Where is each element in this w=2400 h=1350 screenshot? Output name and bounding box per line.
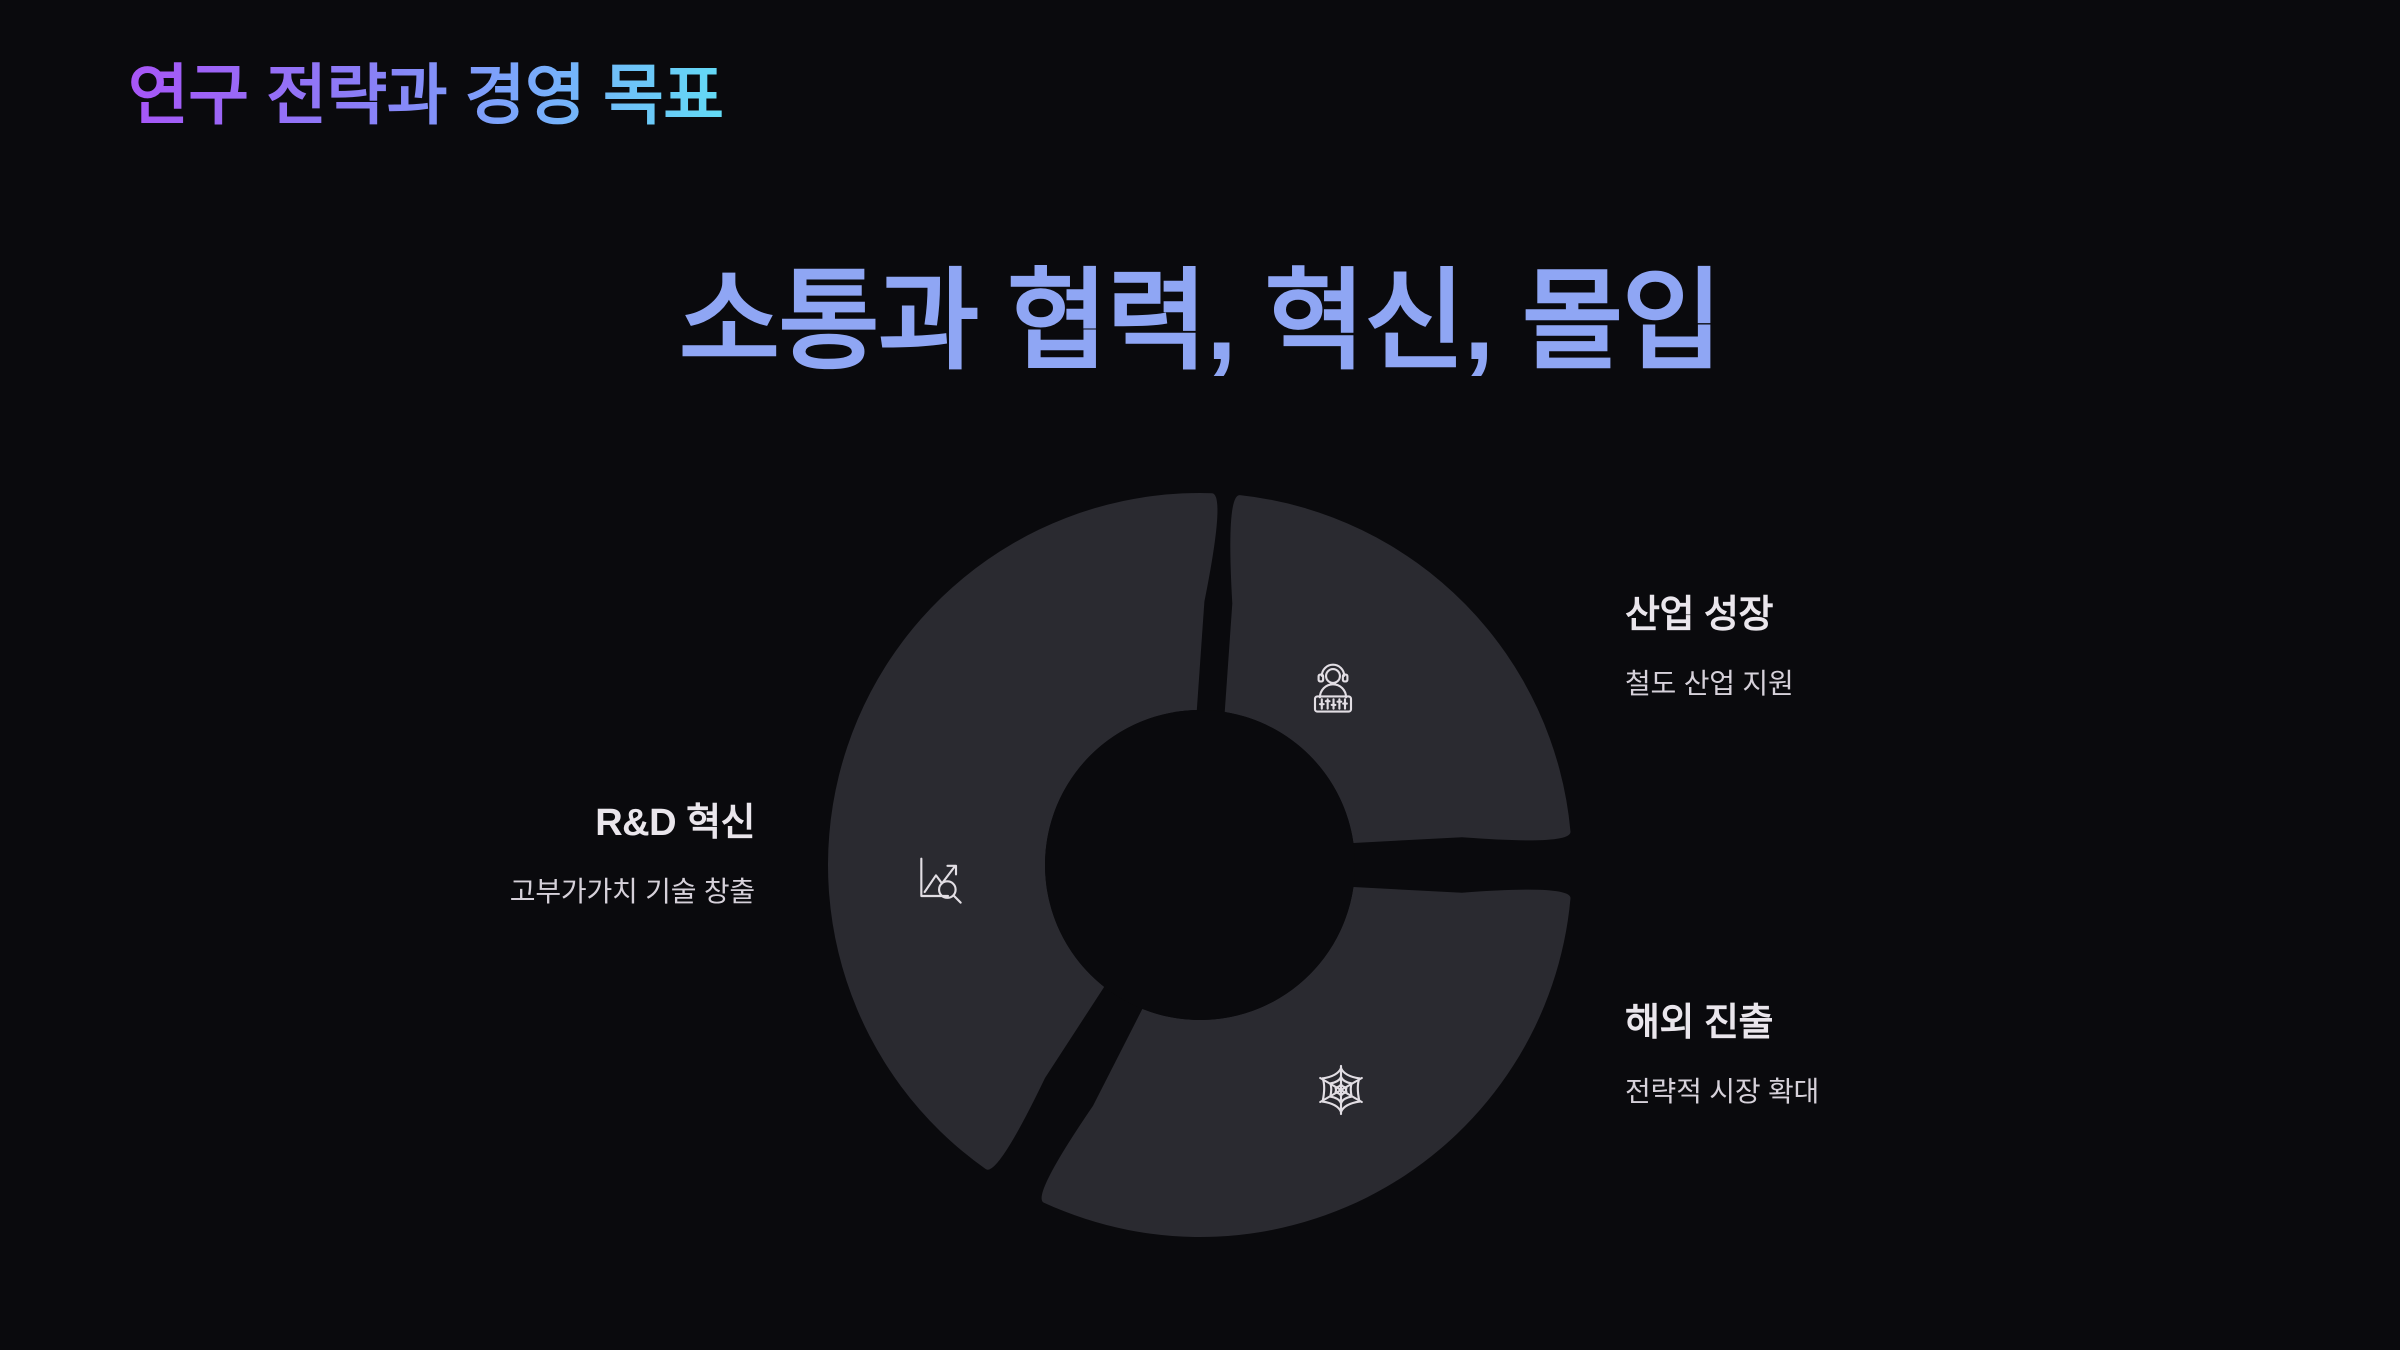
eyebrow-heading: 연구 전략과 경영 목표 xyxy=(128,58,724,132)
callout-subtitle: 철도 산업 지원 xyxy=(1625,667,1794,699)
chart-search-icon xyxy=(908,848,972,912)
callout-title: R&D 혁신 xyxy=(595,802,755,844)
donut-segment-industry-growth[interactable] xyxy=(1224,495,1571,843)
donut-svg xyxy=(827,492,1571,1237)
callout-subtitle: 고부가가치 기술 창출 xyxy=(509,875,755,907)
audio-engineer-icon xyxy=(1301,658,1365,722)
callout-subtitle: 전략적 시장 확대 xyxy=(1625,1075,1820,1107)
donut-segment-rnd-innovation[interactable] xyxy=(827,492,1218,1170)
callout-title: 산업 성장 xyxy=(1625,594,1773,636)
callout-overseas-expansion: 해외 진출 전략적 시장 확대 xyxy=(1625,1000,1819,1110)
callout-title: 해외 진출 xyxy=(1625,1002,1773,1044)
callout-industry-growth: 산업 성장 철도 산업 지원 xyxy=(1625,592,1794,702)
donut-segment-overseas-expansion[interactable] xyxy=(1041,887,1571,1237)
page-title: 소통과 협력, 혁신, 몰입 xyxy=(678,260,1723,383)
callout-rnd-innovation: R&D 혁신 고부가가치 기술 창출 xyxy=(509,800,756,910)
spider-web-icon xyxy=(1309,1058,1373,1122)
donut-hole xyxy=(1045,710,1355,1020)
